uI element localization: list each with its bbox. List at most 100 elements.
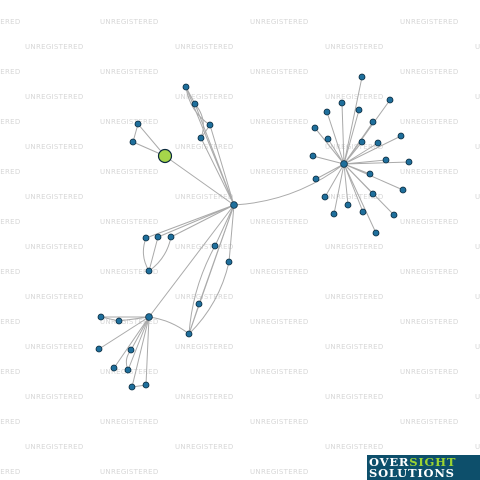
node-H17[interactable] <box>399 186 407 194</box>
edge-hub-H6 <box>314 127 345 165</box>
node-D3[interactable] <box>195 300 203 308</box>
edge-center-B4 <box>200 137 235 206</box>
edge-center-hub <box>233 163 345 206</box>
edge-hubL-L5 <box>130 316 150 351</box>
node-B4[interactable] <box>197 134 205 142</box>
logo-line-1: OVERSIGHT <box>369 456 456 468</box>
node-group <box>95 73 413 391</box>
node-H23[interactable] <box>390 211 398 219</box>
node-A1[interactable] <box>134 120 142 128</box>
edge-hub-H14 <box>343 161 410 165</box>
edge-center-B3 <box>209 124 235 206</box>
edge-hub-H9 <box>343 135 402 165</box>
node-H14[interactable] <box>405 158 413 166</box>
node-H16[interactable] <box>366 170 374 178</box>
node-H19[interactable] <box>344 201 352 209</box>
edge-center-C1 <box>145 204 235 239</box>
node-C4[interactable] <box>145 267 153 275</box>
edge-D1-D4 <box>188 245 216 335</box>
edge-hubL-L4 <box>113 316 150 369</box>
node-H2[interactable] <box>338 99 346 107</box>
logo-solutions-text: SOLUTIONS <box>369 466 455 480</box>
edge-center-D1 <box>214 204 235 247</box>
edge-hubL-L8 <box>145 316 150 386</box>
edge-D2-D4 <box>188 261 230 335</box>
node-L2[interactable] <box>115 317 123 325</box>
edge-hub-H18 <box>324 163 345 198</box>
node-L7[interactable] <box>128 383 136 391</box>
edge-hub-H24 <box>343 163 377 234</box>
node-H1[interactable] <box>358 73 366 81</box>
node-H21[interactable] <box>330 210 338 218</box>
node-H4[interactable] <box>323 108 331 116</box>
node-H24[interactable] <box>372 229 380 237</box>
node-L6[interactable] <box>124 366 132 374</box>
node-B3[interactable] <box>206 121 214 129</box>
node-C2[interactable] <box>167 233 175 241</box>
node-H12[interactable] <box>309 152 317 160</box>
logo-over-text: OVER <box>369 455 410 469</box>
node-C3[interactable] <box>154 233 162 241</box>
node-H7[interactable] <box>369 118 377 126</box>
node-H20[interactable] <box>369 190 377 198</box>
edge-hub-H5 <box>343 109 360 165</box>
edge-hubL-L3 <box>98 316 150 350</box>
node-L8[interactable] <box>142 381 150 389</box>
edge-focus-center <box>164 155 235 206</box>
edge-hub-H23 <box>343 163 395 216</box>
node-H9[interactable] <box>397 132 405 140</box>
node-B1[interactable] <box>182 83 190 91</box>
edge-C3-C4 <box>148 236 159 272</box>
node-H5[interactable] <box>355 106 363 114</box>
edge-hub-H1 <box>343 76 363 165</box>
edge-group <box>98 76 410 388</box>
node-H6[interactable] <box>311 124 319 132</box>
edge-center-D2 <box>228 204 235 263</box>
edge-hub-H11 <box>343 142 379 165</box>
focus-node[interactable] <box>157 148 173 164</box>
node-L5[interactable] <box>127 346 135 354</box>
edge-hub-H7 <box>343 121 374 165</box>
edge-hub-H8 <box>327 138 345 165</box>
node-H13[interactable] <box>382 156 390 164</box>
node-D1[interactable] <box>211 242 219 250</box>
edge-center-hubL <box>148 204 235 318</box>
node-A2[interactable] <box>129 138 137 146</box>
edge-D4-hubL <box>148 316 190 335</box>
node-H15[interactable] <box>312 175 320 183</box>
edge-hub-H15 <box>315 163 345 180</box>
node-L1[interactable] <box>97 313 105 321</box>
node-H18[interactable] <box>321 193 329 201</box>
node-D2[interactable] <box>225 258 233 266</box>
edge-center-C2 <box>170 204 235 238</box>
node-hub[interactable] <box>340 160 348 168</box>
logo-sight-text: SIGHT <box>409 455 457 469</box>
node-B2[interactable] <box>191 100 199 108</box>
edge-hubL-L2 <box>118 316 150 322</box>
edge-D3-D4 <box>188 303 200 335</box>
node-L3[interactable] <box>95 345 103 353</box>
edge-C2-C4 <box>148 236 172 272</box>
node-H3[interactable] <box>386 96 394 104</box>
node-center[interactable] <box>230 201 238 209</box>
edge-hubL-L7 <box>131 316 150 388</box>
oversight-solutions-logo: OVERSIGHT SOLUTIONS <box>367 455 480 480</box>
edge-hub-H17 <box>343 163 404 191</box>
edge-hub-H19 <box>343 163 349 206</box>
node-D4[interactable] <box>185 330 193 338</box>
edge-B1-B3 <box>185 86 211 126</box>
edge-hub-H2 <box>341 102 345 165</box>
node-H22[interactable] <box>359 208 367 216</box>
node-H10[interactable] <box>358 138 366 146</box>
node-H8[interactable] <box>324 135 332 143</box>
node-L4[interactable] <box>110 364 118 372</box>
node-C1[interactable] <box>142 234 150 242</box>
edge-hub-H4 <box>326 111 345 165</box>
node-H11[interactable] <box>374 139 382 147</box>
edge-hub-H10 <box>343 141 363 165</box>
edge-hubL-L6 <box>127 316 150 371</box>
node-hubL[interactable] <box>145 313 153 321</box>
edge-B2-B4 <box>194 103 204 139</box>
